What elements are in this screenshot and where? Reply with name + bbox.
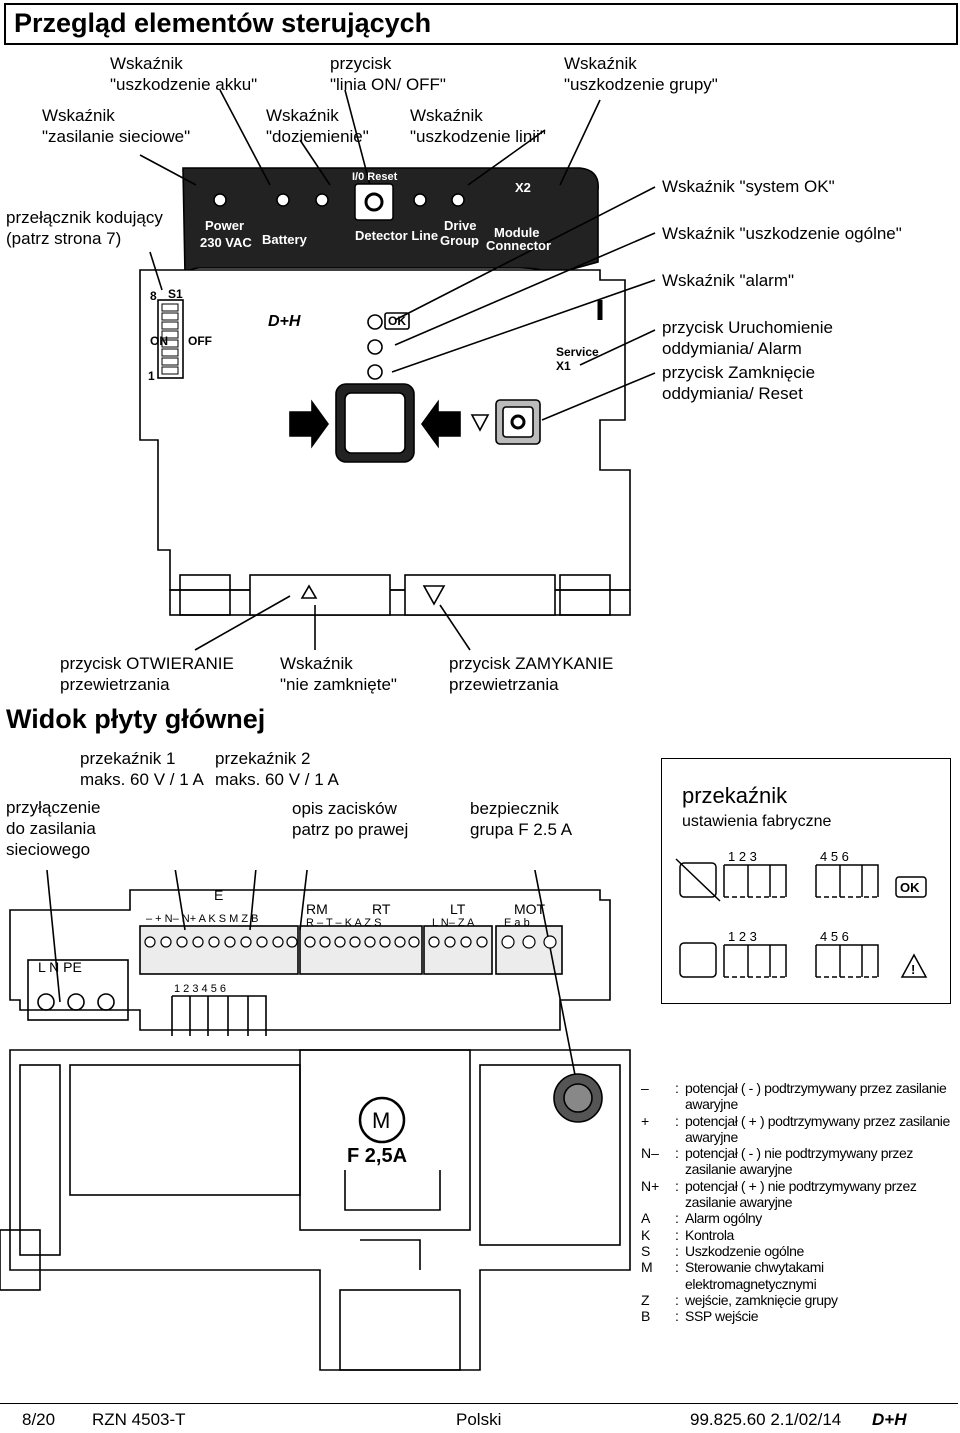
panel-detector-line: Detector Line — [355, 228, 438, 243]
coding-switch-label: przełącznik kodujący(patrz strona 7) — [6, 208, 163, 248]
footer-language: Polski — [456, 1410, 502, 1429]
legend-row: N–:potencjał ( - ) nie podtrzymywany prz… — [641, 1145, 913, 1178]
block-e-label: E — [214, 887, 223, 903]
line-onoff-button-icon — [364, 192, 384, 212]
relay-box-title: przekaźnik — [682, 783, 788, 808]
line-fault-label: Wskaźnik"uszkodzenie linii" — [410, 106, 546, 146]
block-mot-label: MOT — [514, 901, 546, 917]
block-rt-label: RT — [372, 901, 391, 917]
legend-row: M:Sterowanie chwytakami elektromagnetycz… — [641, 1259, 824, 1292]
relay-nums-a-1: 1 2 3 — [728, 849, 757, 864]
fuse-text: F 2,5A — [347, 1145, 407, 1167]
panel-x1: X1 — [556, 359, 571, 373]
earth-fault-led — [315, 193, 329, 207]
footer-brand-logo: D+H — [872, 1410, 907, 1429]
panel-service: Service — [556, 345, 599, 359]
not-closed-label: Wskaźnik"nie zamknięte" — [280, 654, 397, 694]
battery-fault-label: Wskaźnik"uszkodzenie akku" — [110, 54, 258, 94]
warning-icon: ! — [911, 962, 915, 977]
page-title-box: Przegląd elementów sterujących — [4, 3, 958, 45]
group-fault-led — [451, 193, 465, 207]
footer-code: 99.825.60 2.1/02/14 — [690, 1410, 842, 1429]
footer-doc-number: RZN 4503-T — [92, 1410, 186, 1429]
block-e-terms: – + N– N+ A K S M Z B — [146, 913, 259, 925]
page-title: Przegląd elementów sterujących — [14, 8, 432, 38]
relay-nums-b-1: 4 5 6 — [820, 849, 849, 864]
battery-fault-led — [276, 193, 290, 207]
relay-nums-b-2: 4 5 6 — [820, 929, 849, 944]
legend-row: –:potencjał ( - ) podtrzymywany przez za… — [641, 1080, 947, 1113]
earth-fault-label: Wskaźnik"doziemienie" — [266, 106, 369, 146]
panel-connector: Connector — [486, 238, 551, 253]
control-panel-drawing: Power 230 VAC Battery Detector Line I/0 … — [139, 89, 656, 651]
panel-s1: S1 — [168, 287, 183, 301]
block-lt-terms: L N– Z A — [432, 917, 475, 929]
alarm-label: Wskaźnik "alarm" — [662, 271, 795, 290]
panel-brand: D+H — [268, 313, 301, 330]
panel-ok: OK — [388, 314, 406, 328]
block-rm-label: RM — [306, 901, 328, 917]
legend-row: Z:wejście, zamknięcie grupy — [641, 1291, 838, 1308]
main-board-drawing: E – + N– N+ A K S M Z B RM RT R – T – K … — [0, 870, 631, 1371]
block-lt-label: LT — [450, 901, 466, 917]
panel-power-vac: 230 VAC — [200, 235, 252, 250]
legend-row: +:potencjał ( + ) podtrzymywany przez za… — [641, 1112, 950, 1145]
panel-one: 1 — [148, 369, 155, 383]
panel-reset: I/0 Reset — [352, 171, 398, 183]
legend-row: B:SSP wejście — [641, 1308, 759, 1325]
relay-box-ok: OK — [900, 880, 920, 895]
group-fault-label: Wskaźnik"uszkodzenie grupy" — [564, 54, 718, 94]
legend-row: K:Kontrola — [641, 1226, 734, 1243]
line-button-label: przycisk"linia ON/ OFF" — [330, 54, 446, 94]
panel-module: Module — [494, 225, 540, 240]
panel-off: OFF — [188, 334, 212, 348]
legend-row: N+:potencjał ( + ) nie podtrzymywany prz… — [641, 1177, 917, 1211]
legend-row: S:Uszkodzenie ogólne — [641, 1242, 804, 1259]
relay-settings-diagram: 1 2 3 4 5 6 1 2 3 4 5 6 OK ! — [675, 849, 928, 978]
line-fault-led — [413, 193, 427, 207]
page-footer: 8/20 RZN 4503-T Polski 99.825.60 2.1/02/… — [0, 1403, 958, 1431]
block-mot-terms: E a b — [504, 917, 530, 929]
section-title: Widok płyty głównej — [6, 704, 266, 734]
panel-on: ON — [150, 334, 168, 348]
legend-row: A:Alarm ogólny — [641, 1210, 762, 1227]
panel-x2: X2 — [515, 180, 531, 195]
general-fault-label: Wskaźnik "uszkodzenie ogólne" — [662, 224, 902, 243]
system-ok-label: Wskaźnik "system OK" — [662, 177, 835, 196]
motor-symbol: M — [372, 1108, 390, 1133]
mains-terms: L N PE — [38, 959, 82, 975]
panel-drive: Drive — [444, 218, 477, 233]
block-rm-terms: R – T – K A Z S — [306, 917, 381, 929]
relay-numbers: 1 2 3 4 5 6 — [174, 983, 226, 995]
footer-page-number: 8/20 — [22, 1410, 56, 1429]
panel-power: Power — [205, 218, 244, 233]
mains-label: Wskaźnik"zasilanie sieciowe" — [42, 106, 191, 146]
mains-led — [213, 193, 227, 207]
panel-group: Group — [440, 233, 479, 248]
relay-box-subtitle: ustawienia fabryczne — [682, 813, 832, 830]
panel-eight: 8 — [150, 289, 157, 303]
relay-nums-a-2: 1 2 3 — [728, 929, 757, 944]
terminal-legend: –:potencjał ( - ) podtrzymywany przez za… — [641, 1080, 951, 1324]
relay-settings-box: przekaźnik ustawienia fabryczne 1 2 3 4 … — [661, 758, 951, 1004]
panel-battery: Battery — [262, 232, 308, 247]
